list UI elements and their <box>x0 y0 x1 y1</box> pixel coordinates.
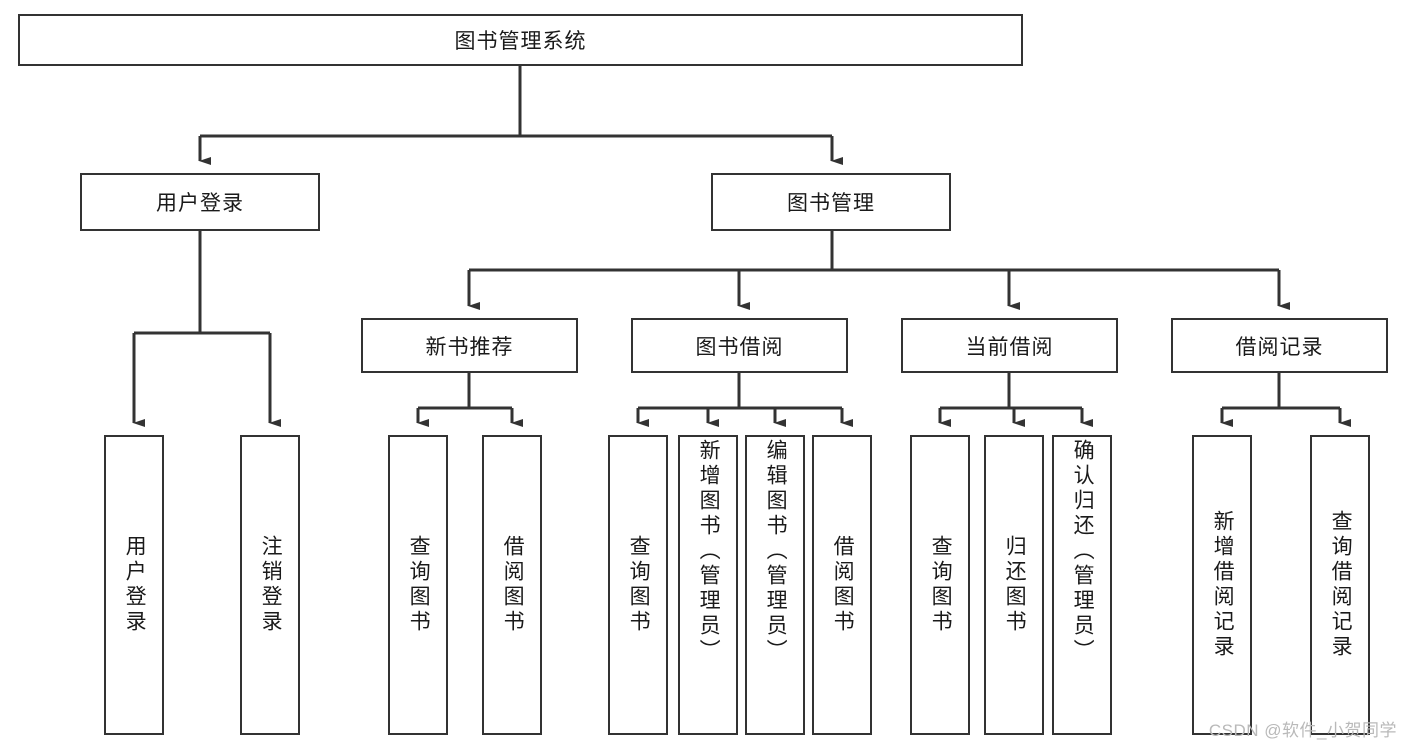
node-leaf-edit-book[interactable]: 编辑图书（管理员） <box>745 435 805 735</box>
node-book-borrow[interactable]: 图书借阅 <box>631 318 848 373</box>
node-root-label: 图书管理系统 <box>454 30 587 53</box>
node-leaf-confirm-return[interactable]: 确认归还（管理员） <box>1052 435 1112 735</box>
node-root[interactable]: 图书管理系统 <box>18 14 1023 66</box>
node-leaf-user-login-label: 用户登录 <box>123 535 147 635</box>
node-book-borrow-label: 图书借阅 <box>695 335 784 359</box>
node-leaf-borrow-book-1-label: 借阅图书 <box>501 535 525 635</box>
node-leaf-query-book-1-label: 查询图书 <box>407 535 431 635</box>
node-leaf-query-book-1[interactable]: 查询图书 <box>388 435 448 735</box>
node-leaf-logout-label: 注销登录 <box>259 535 283 635</box>
node-leaf-borrow-book-1[interactable]: 借阅图书 <box>482 435 542 735</box>
node-new-book-rec-label: 新书推荐 <box>425 335 514 359</box>
node-leaf-add-book[interactable]: 新增图书（管理员） <box>678 435 738 735</box>
node-leaf-add-record-label: 新增借阅记录 <box>1211 510 1235 660</box>
node-leaf-borrow-book-2-label: 借阅图书 <box>831 535 855 635</box>
node-book-manage[interactable]: 图书管理 <box>711 173 951 231</box>
node-leaf-query-record[interactable]: 查询借阅记录 <box>1310 435 1370 735</box>
node-leaf-return-book-label: 归还图书 <box>1003 535 1027 635</box>
node-current-borrow-label: 当前借阅 <box>965 335 1054 359</box>
node-leaf-edit-book-label: 编辑图书（管理员） <box>764 439 788 664</box>
node-leaf-logout[interactable]: 注销登录 <box>240 435 300 735</box>
node-book-manage-label: 图书管理 <box>787 192 875 215</box>
node-user-login[interactable]: 用户登录 <box>80 173 320 231</box>
node-leaf-confirm-return-label: 确认归还（管理员） <box>1071 439 1095 664</box>
node-leaf-query-record-label: 查询借阅记录 <box>1329 510 1353 660</box>
node-leaf-query-book-3-label: 查询图书 <box>929 535 953 635</box>
node-leaf-add-record[interactable]: 新增借阅记录 <box>1192 435 1252 735</box>
node-leaf-query-book-2-label: 查询图书 <box>627 535 651 635</box>
watermark: CSDN @软件_小贺同学 <box>1208 721 1397 740</box>
node-leaf-query-book-3[interactable]: 查询图书 <box>910 435 970 735</box>
node-borrow-record-label: 借阅记录 <box>1235 335 1324 359</box>
node-leaf-add-book-label: 新增图书（管理员） <box>697 439 721 664</box>
node-borrow-record[interactable]: 借阅记录 <box>1171 318 1388 373</box>
node-leaf-query-book-2[interactable]: 查询图书 <box>608 435 668 735</box>
node-leaf-borrow-book-2[interactable]: 借阅图书 <box>812 435 872 735</box>
node-current-borrow[interactable]: 当前借阅 <box>901 318 1118 373</box>
node-new-book-rec[interactable]: 新书推荐 <box>361 318 578 373</box>
node-leaf-return-book[interactable]: 归还图书 <box>984 435 1044 735</box>
node-user-login-label: 用户登录 <box>156 192 244 215</box>
node-leaf-user-login[interactable]: 用户登录 <box>104 435 164 735</box>
